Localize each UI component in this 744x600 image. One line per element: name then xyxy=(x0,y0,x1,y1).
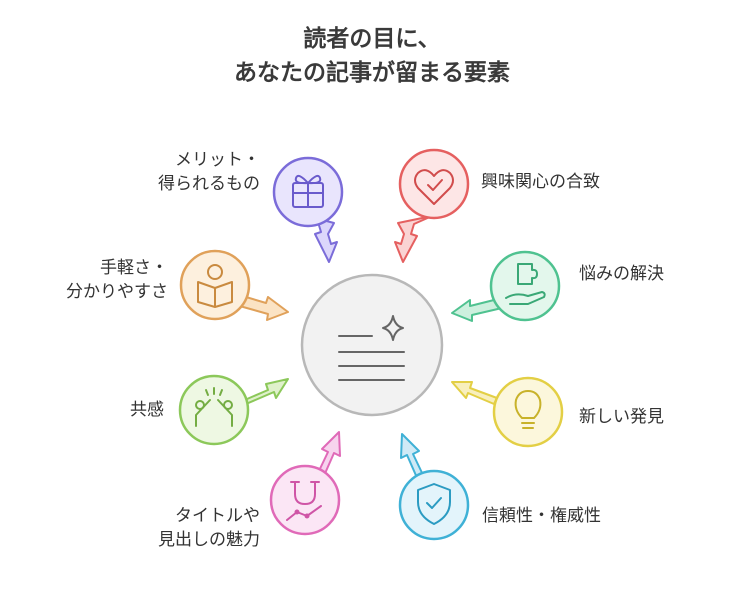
label-ease-line-1: 手軽さ・ xyxy=(100,258,168,278)
label-trust-line-1: 信頼性・権威性 xyxy=(482,506,601,526)
heart-check-icon xyxy=(414,169,454,205)
title-line-2: あなたの記事が留まる要素 xyxy=(234,60,510,86)
item-discovery xyxy=(451,376,564,448)
shield-check-icon xyxy=(417,483,451,525)
label-title-appeal-line-2: 見出しの魅力 xyxy=(158,530,260,550)
label-solve: 悩みの解決 xyxy=(579,262,664,286)
gift-icon xyxy=(292,174,324,208)
page-title: 読者の目に、 あなたの記事が留まる要素 xyxy=(0,22,744,90)
high-five-icon xyxy=(195,387,233,427)
label-ease-line-2: 分かりやすさ xyxy=(66,282,168,302)
center-node xyxy=(300,273,444,417)
document-sparkle-icon xyxy=(338,315,405,381)
label-trust: 信頼性・権威性 xyxy=(482,504,601,528)
lightbulb-icon xyxy=(514,390,542,429)
item-solve xyxy=(451,250,561,322)
reading-person-icon xyxy=(197,264,233,308)
label-title-appeal: タイトルや 見出しの魅力 xyxy=(158,504,260,552)
label-solve-line-1: 悩みの解決 xyxy=(579,264,664,284)
item-merit xyxy=(272,156,344,263)
puzzle-hand-icon xyxy=(505,263,546,305)
item-interest xyxy=(394,148,470,263)
label-discovery-line-1: 新しい発見 xyxy=(579,407,664,427)
label-interest: 興味関心の合致 xyxy=(481,170,600,194)
label-empathy-line-1: 共感 xyxy=(130,400,164,420)
label-empathy: 共感 xyxy=(130,398,164,422)
label-ease: 手軽さ・ 分かりやすさ xyxy=(66,256,168,304)
item-empathy xyxy=(178,374,289,446)
item-trust xyxy=(398,433,470,541)
label-discovery: 新しい発見 xyxy=(579,405,664,429)
item-ease xyxy=(179,249,289,321)
label-merit-line-2: 得られるもの xyxy=(158,174,260,194)
label-merit-line-1: メリット・ xyxy=(175,150,260,170)
label-merit: メリット・ 得られるもの xyxy=(158,148,260,196)
magnet-icon xyxy=(286,481,322,521)
item-title-appeal xyxy=(269,431,341,536)
title-line-1: 読者の目に、 xyxy=(303,26,441,52)
label-title-appeal-line-1: タイトルや xyxy=(175,506,260,526)
label-interest-line-1: 興味関心の合致 xyxy=(481,172,600,192)
